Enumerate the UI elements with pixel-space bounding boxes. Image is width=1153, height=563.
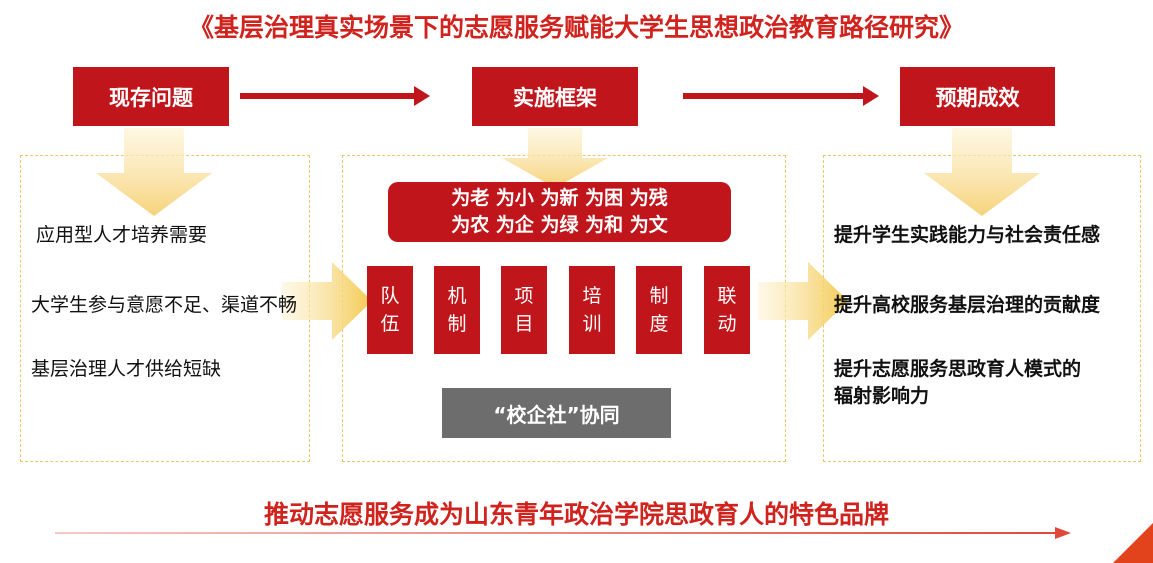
- framework-column: 联 动: [704, 266, 750, 354]
- service-targets-line: 为农 为企 为绿 为和 为文: [451, 214, 668, 236]
- column-char: 机: [447, 285, 467, 307]
- effect-item: 提升高校服务基层治理的贡献度: [834, 294, 1101, 316]
- arrow-problems-to-framework: [240, 86, 430, 106]
- corner-triangle: [1113, 523, 1153, 563]
- column-char: 目: [514, 313, 534, 335]
- framework-column: 队 伍: [367, 266, 413, 354]
- column-char: 伍: [380, 313, 400, 335]
- bottom-arrow: [55, 527, 1071, 539]
- collaboration-box: “校企社”协同: [442, 388, 671, 438]
- effect-item: 提升学生实践能力与社会责任感: [834, 224, 1101, 246]
- bottom-slogan: 推动志愿服务成为山东青年政治学院思政育人的特色品牌: [263, 500, 889, 529]
- page-title: 《基层治理真实场景下的志愿服务赋能大学生思想政治教育路径研究》: [188, 13, 964, 42]
- problem-item: 基层治理人才供给短缺: [31, 358, 222, 380]
- column-char: 培: [582, 285, 602, 307]
- header-problems: 现存问题: [73, 67, 229, 126]
- framework-column: 机 制: [434, 266, 480, 354]
- right-chevron-icon: [758, 262, 848, 340]
- framework-column: 制 度: [636, 266, 682, 354]
- down-chevron-icon: [96, 128, 212, 216]
- problem-item: 大学生参与意愿不足、渠道不畅: [31, 294, 298, 316]
- column-char: 训: [582, 313, 602, 335]
- column-char: 队: [380, 285, 400, 307]
- down-chevron-icon: [924, 128, 1040, 216]
- effect-item: 提升志愿服务思政育人模式的: [834, 358, 1082, 380]
- column-char: 项: [514, 285, 534, 307]
- column-char: 度: [649, 313, 669, 335]
- problem-item: 应用型人才培养需要: [36, 224, 208, 246]
- column-char: 制: [447, 313, 467, 335]
- right-chevron-icon: [282, 262, 372, 340]
- service-targets-line: 为老 为小 为新 为困 为残: [451, 187, 668, 209]
- effect-item: 辐射影响力: [834, 385, 930, 407]
- down-chevron-icon: [502, 128, 608, 188]
- column-char: 联: [717, 285, 737, 307]
- header-effects: 预期成效: [900, 67, 1055, 126]
- service-targets-box: 为老 为小 为新 为困 为残 为农 为企 为绿 为和 为文: [388, 182, 731, 242]
- column-char: 动: [717, 313, 737, 335]
- column-char: 制: [649, 285, 669, 307]
- header-framework: 实施框架: [472, 67, 638, 126]
- framework-column: 培 训: [569, 266, 615, 354]
- arrow-framework-to-effects: [683, 86, 879, 106]
- framework-column: 项 目: [501, 266, 547, 354]
